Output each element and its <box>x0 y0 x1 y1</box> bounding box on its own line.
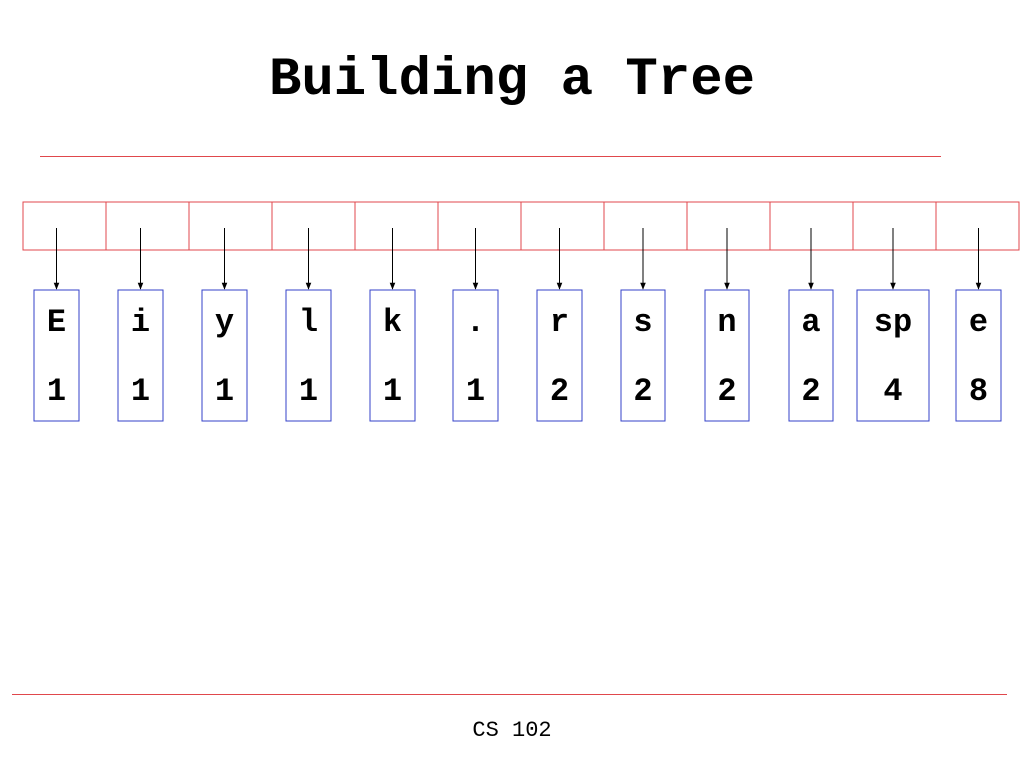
tree-node: e8 <box>955 289 1002 422</box>
node-count: 1 <box>383 373 402 410</box>
node-box <box>955 289 1002 422</box>
node-count: 8 <box>969 373 988 410</box>
array <box>22 201 1020 251</box>
node-symbol: i <box>131 304 150 341</box>
node-box <box>788 289 834 422</box>
slide-footer: CS 102 <box>472 718 552 743</box>
node-symbol: . <box>466 304 485 341</box>
node-symbol: a <box>801 304 820 341</box>
tree-node: y1 <box>201 289 248 422</box>
node-count: 2 <box>717 373 736 410</box>
tree-node: sp 4 <box>856 289 930 422</box>
node-count: 1 <box>131 373 150 410</box>
array-slot <box>437 201 522 251</box>
tree-node: i1 <box>117 289 164 422</box>
node-count: 2 <box>633 373 652 410</box>
tree-node: r2 <box>536 289 583 422</box>
tree-node: k1 <box>369 289 416 422</box>
node-count: 1 <box>215 373 234 410</box>
node-box <box>620 289 666 422</box>
footer-divider <box>12 694 1007 695</box>
node-box <box>33 289 80 422</box>
array-slot <box>520 201 605 251</box>
array-slot <box>603 201 688 251</box>
node-box <box>117 289 164 422</box>
tree-node: s2 <box>620 289 666 422</box>
array-slot <box>354 201 439 251</box>
node-box <box>704 289 750 422</box>
array-slot <box>935 201 1020 251</box>
node-symbol: l <box>299 304 318 341</box>
node-count: 4 <box>883 373 902 410</box>
array-slot <box>188 201 273 251</box>
node-symbol: r <box>550 304 569 341</box>
array-slot <box>105 201 190 251</box>
node-count: 1 <box>47 373 66 410</box>
node-count: 1 <box>466 373 485 410</box>
node-box <box>536 289 583 422</box>
node-count: 2 <box>550 373 569 410</box>
node-symbol: n <box>717 304 736 341</box>
array-slot <box>852 201 937 251</box>
pointer-arrows <box>53 228 982 290</box>
tree-node: l1 <box>285 289 332 422</box>
array-slot <box>271 201 356 251</box>
tree-node: n2 <box>704 289 750 422</box>
node-count: 2 <box>801 373 820 410</box>
node-symbol: sp <box>874 304 912 341</box>
slide-title: Building a Tree <box>268 50 756 111</box>
node-box <box>285 289 332 422</box>
node-symbol: y <box>215 304 234 341</box>
node-symbol: e <box>969 304 988 341</box>
node-symbol: s <box>633 304 652 341</box>
node-box <box>201 289 248 422</box>
node-count: 1 <box>299 373 318 410</box>
tree-node: E1 <box>33 289 80 422</box>
node-box <box>369 289 416 422</box>
array-slot <box>22 201 107 251</box>
array-slot <box>686 201 771 251</box>
tree-node: a2 <box>788 289 834 422</box>
node-symbol: E <box>47 304 66 341</box>
title-divider <box>40 156 941 157</box>
node-box <box>856 289 930 422</box>
node-symbol: k <box>383 304 402 341</box>
tree-node: .1 <box>452 289 499 422</box>
node-box <box>452 289 499 422</box>
